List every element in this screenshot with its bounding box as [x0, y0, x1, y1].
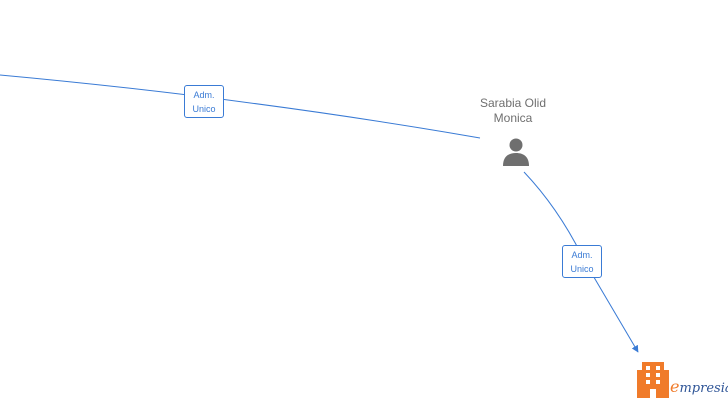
edge-incoming [0, 74, 481, 139]
edge-label-line1: Adm. [571, 250, 593, 260]
person-name-line1: Sarabia Olid [479, 96, 547, 110]
edge-label-line1: Adm. [193, 90, 215, 100]
edge-label-adm-unico[interactable]: Adm. Unico [562, 245, 602, 278]
edge-label-line2: Unico [192, 104, 216, 114]
edge-label-line2: Unico [570, 264, 594, 274]
person-name[interactable]: Sarabia Olid Monica [459, 96, 567, 126]
brand-rest: mpresia [679, 381, 728, 396]
brand-initial: e [670, 377, 680, 396]
edge-label-adm-unico[interactable]: Adm. Unico [184, 85, 224, 118]
empresia-logo: empresia [670, 377, 728, 396]
person-icon[interactable] [501, 137, 531, 167]
building-icon[interactable] [636, 360, 670, 398]
person-name-line2: Monica [493, 111, 533, 125]
